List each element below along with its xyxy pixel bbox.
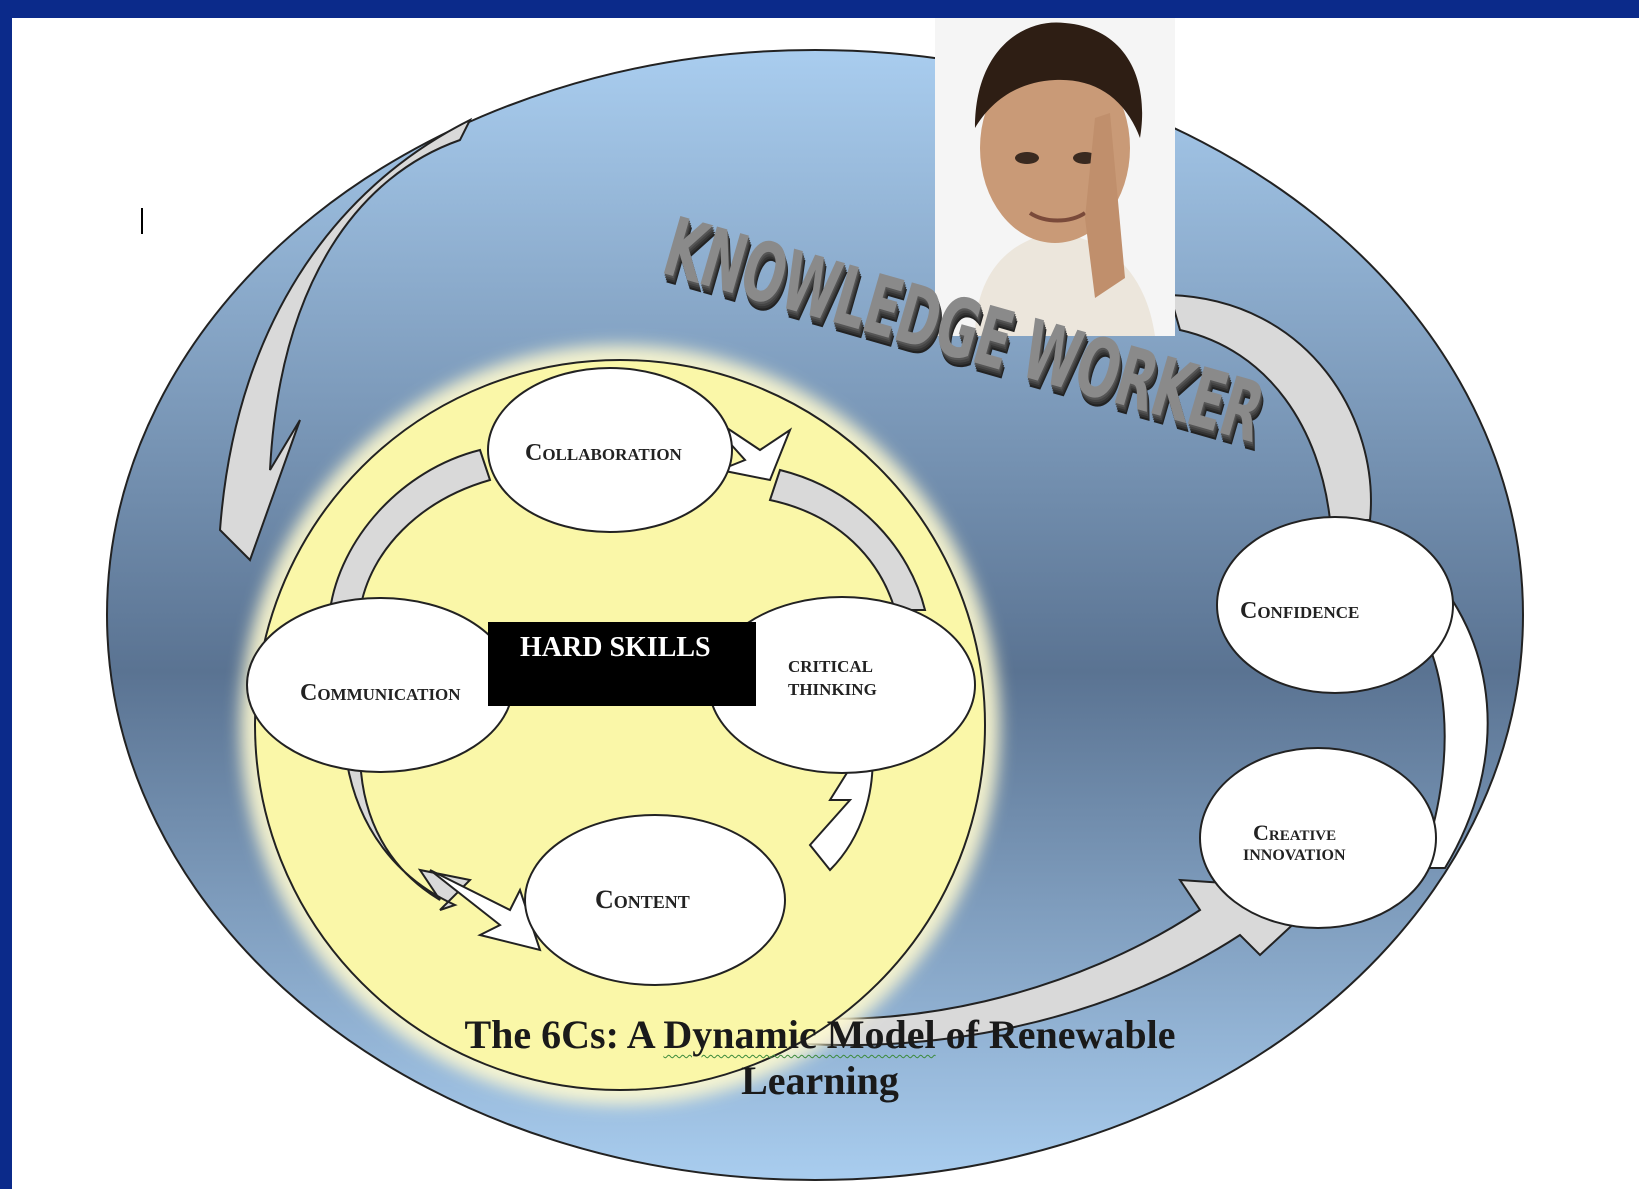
hard-skills-box: HARD SKILLS [488,622,756,706]
node-collaboration [487,367,733,533]
communication-label: Communication [300,680,461,706]
creative-label-line2: INNOVATION [1243,847,1346,864]
node-confidence [1216,516,1454,694]
outer-arrow-top-right [1168,293,1372,521]
diagram-title: The 6Cs: A Dynamic Model of Renewable Le… [300,1012,1340,1104]
inner-arrow-6 [429,869,542,952]
knowledge-worker-photo [935,18,1175,336]
collaboration-label: Collaboration [525,440,683,466]
creative-label-line1: Creative [1253,820,1336,845]
node-creative-innovation [1199,747,1437,929]
title-line2: Learning [741,1058,899,1103]
confidence-label: Confidence [1240,598,1359,624]
inner-circle [254,359,986,1091]
outer-arrow-left [218,117,473,562]
hard-skills-label: HARD SKILLS [520,632,711,663]
critical-label-line2: THINKING [788,680,877,699]
title-part2: of Renewable [935,1012,1176,1057]
node-content [524,814,786,986]
content-label: Content [595,885,690,914]
title-squiggle: Dynamic Model [663,1012,936,1057]
title-part1: The 6Cs: A [464,1012,664,1057]
person-illustration [935,18,1175,336]
left-frame-bar [0,0,12,1189]
top-frame-bar [0,0,1639,18]
text-cursor [141,208,143,234]
critical-label-line1: CRITICAL [788,657,873,676]
